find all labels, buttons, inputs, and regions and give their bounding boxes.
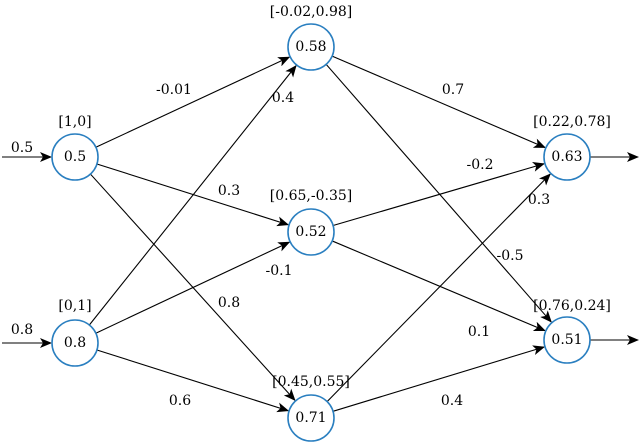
edge-x2-h3 [96,349,290,413]
node-o1: 0.63 [543,133,591,181]
edge-x1-h2 [96,163,290,227]
node-circle-x1 [51,133,99,181]
edge-x2-h2 [95,241,291,334]
node-o2: 0.51 [543,316,591,364]
node-vector-h1: [-0.02,0.98] [270,4,352,20]
weight-label-h1-o1: 0.7 [442,82,464,98]
nodes-layer: 0.5 0.8 0.58 0.52 0.71 0.63 0.51 [51,23,591,442]
weight-label-x2-h1: 0.4 [272,90,294,106]
node-x1: 0.5 [51,133,99,181]
edge-h2-o2 [331,240,546,332]
node-circle-o2 [543,316,591,364]
edge-x1-h1 [95,56,291,148]
edge-h1-o1 [331,55,546,149]
node-vector-h2: [0.65,-0.35] [270,188,352,204]
input-value-x2: 0.8 [11,322,33,338]
weight-label-x1-h1: -0.01 [156,82,192,98]
node-circle-h3 [287,394,335,442]
labels-layer: -0.01 0.3 0.8 0.4 -0.1 0.6 0.7 -0.5 -0.2 0.1 0.3 0.… [11,4,611,409]
input-value-x1: 0.5 [11,140,33,156]
node-value-h2: 0.52 [295,224,326,240]
weight-label-x2-h2: -0.1 [266,263,293,279]
weight-label-h2-o1: -0.2 [467,157,494,173]
node-circle-o1 [543,133,591,181]
edge-h2-o1 [332,162,545,227]
edges-layer [2,55,639,413]
edge-h3-o2 [332,345,545,412]
node-circle-x2 [51,319,99,367]
weight-label-h3-o1: 0.3 [528,192,550,208]
node-value-h1: 0.58 [295,39,326,55]
weight-label-h2-o2: 0.1 [468,324,490,340]
node-x2: 0.8 [51,319,99,367]
weight-label-h3-o2: 0.4 [441,393,463,409]
node-vector-o2: [0.76,0.24] [533,298,611,314]
node-value-o2: 0.51 [551,332,582,348]
node-value-x2: 0.8 [64,335,86,351]
node-h1: 0.58 [287,23,335,71]
edge-h1-o2 [325,63,552,323]
node-h3: 0.71 [287,394,335,442]
node-vector-o1: [0.22,0.78] [533,114,611,130]
weight-label-x2-h3: 0.6 [169,393,191,409]
node-vector-x1: [1,0] [58,114,91,130]
node-value-o1: 0.63 [551,149,582,165]
edge-x2-h1 [88,64,297,326]
weight-label-x1-h3: 0.8 [218,295,240,311]
node-vector-h3: [0.45,0.55] [272,374,350,390]
node-value-h3: 0.71 [295,410,326,426]
node-circle-h1 [287,23,335,71]
node-circle-h2 [287,208,335,256]
edge-h3-o1 [326,173,551,402]
node-value-x1: 0.5 [64,149,86,165]
node-h2: 0.52 [287,208,335,256]
weight-label-h1-o2: -0.5 [497,248,524,264]
weight-label-x1-h2: 0.3 [218,183,240,199]
node-vector-x2: [0,1] [58,298,91,314]
